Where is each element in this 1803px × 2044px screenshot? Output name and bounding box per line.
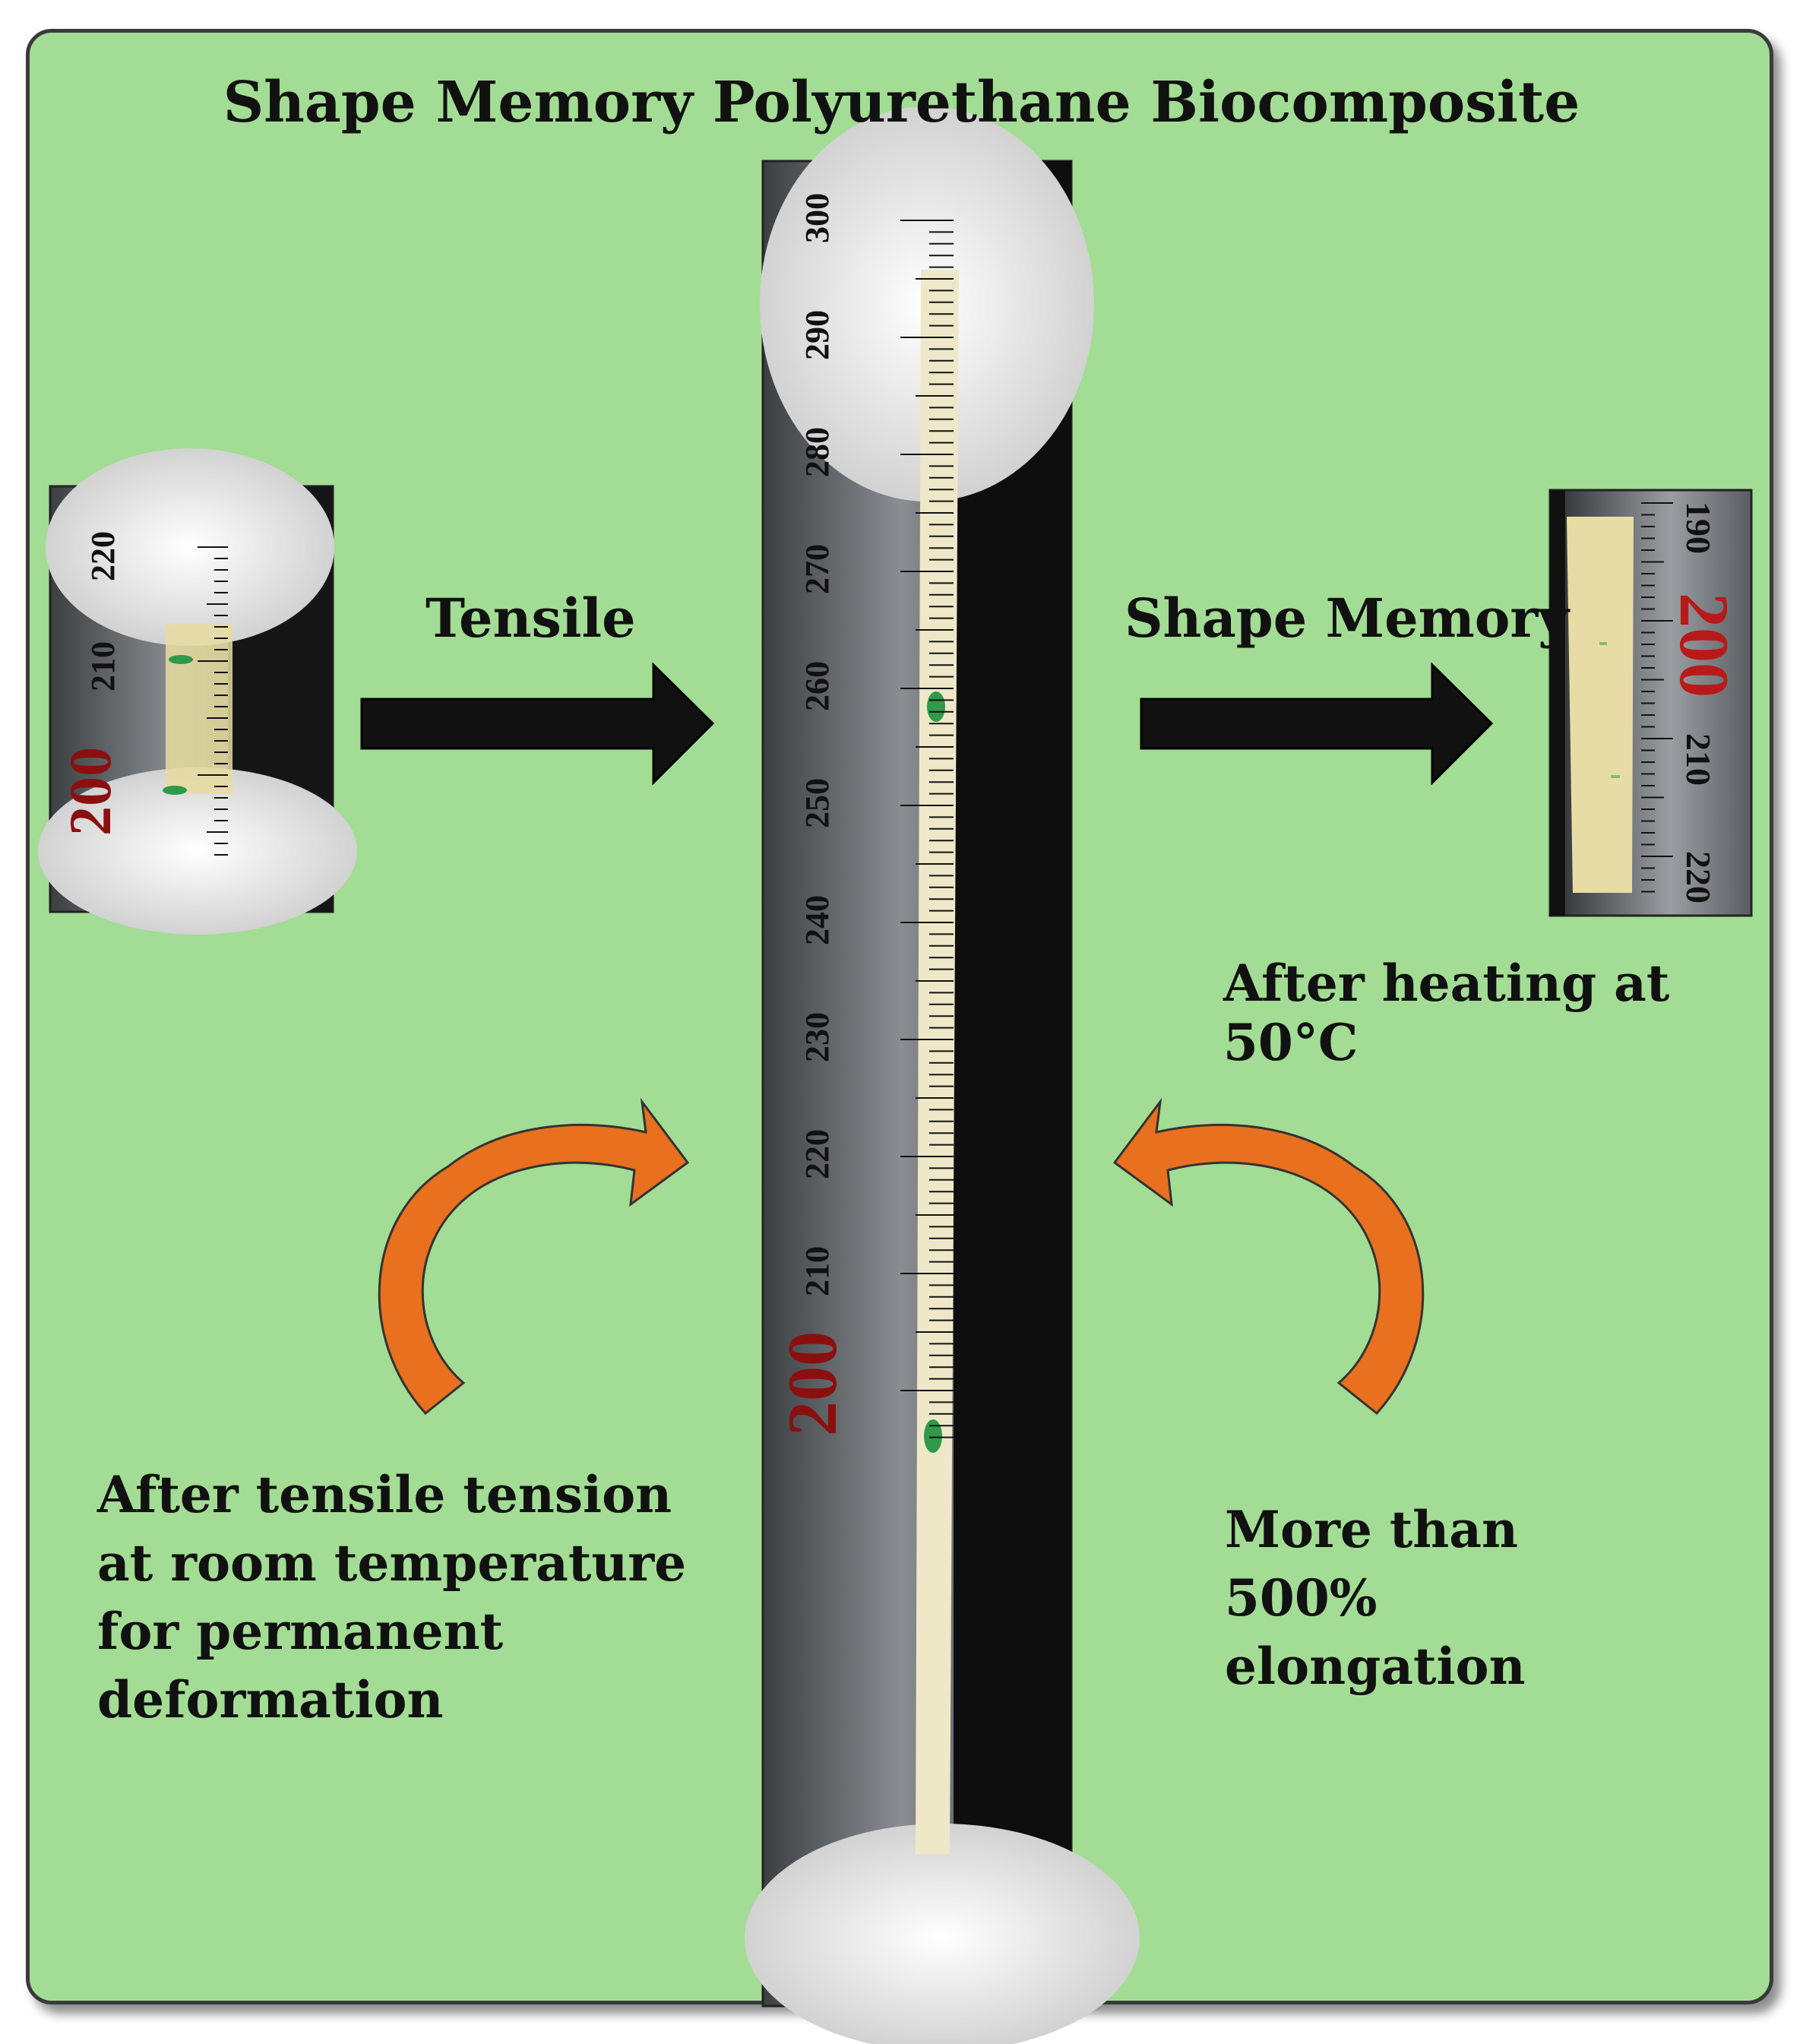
label-shape-memory: Shape Memory [1125,587,1569,650]
label-after-heating: After heating at 50°C [1223,954,1670,1072]
right-arrow-icon [360,662,715,786]
label-after-tensile: After tensile tension at room temperatur… [97,1465,687,1729]
sample-strip-short [166,623,232,794]
curved-arrow-icon [378,1097,690,1416]
ruler-label-210-left: 210 [84,641,122,691]
sample-strip-recovered [1567,517,1634,893]
ruler-label: 250 [799,778,836,828]
ruler-ticks-left [198,546,228,856]
label-elongation: More than 500% elongation [1225,1500,1526,1696]
photo-before-tensile: 200 210 220 [38,448,357,935]
ruler-label-200-left: 200 [57,747,123,836]
label-tensile: Tensile [425,587,636,650]
ruler-label-200-right: 200 [1665,593,1743,698]
ruler-ticks-center [900,220,954,1438]
ruler-label: 260 [799,661,836,711]
ruler-label: 200 [773,1331,851,1436]
ruler-label: 290 [799,310,836,360]
photo-after-recovery: 190 200 210 220 [1548,489,1753,917]
figure-title: Shape Memory Polyurethane Biocomposite [223,70,1580,135]
ruler-label: 270 [799,544,836,594]
ruler-label-190-right: 190 [1679,502,1718,554]
ruler-label: 210 [799,1246,836,1296]
photo-stretched-sample: 200 210 220 230 240 250 260 270 280 290 300 [745,106,1140,2044]
ruler-label: 220 [799,1129,836,1179]
ruler-label-220-right: 220 [1679,851,1718,903]
ruler-label: 300 [799,193,836,243]
curved-arrow-icon [1112,1097,1425,1416]
sample-strip-stretched [916,270,959,1854]
right-arrow-icon [1140,662,1494,786]
ruler-ticks-right [1641,502,1673,893]
ruler-label-220-left: 220 [84,531,122,581]
ruler-label: 280 [799,427,836,477]
ruler-label: 240 [799,895,836,945]
ruler-label-210-right: 210 [1679,733,1718,786]
ruler-labels-center: 200 210 220 230 240 250 260 270 280 290 300 [773,193,851,1436]
ruler-label: 230 [799,1012,836,1062]
